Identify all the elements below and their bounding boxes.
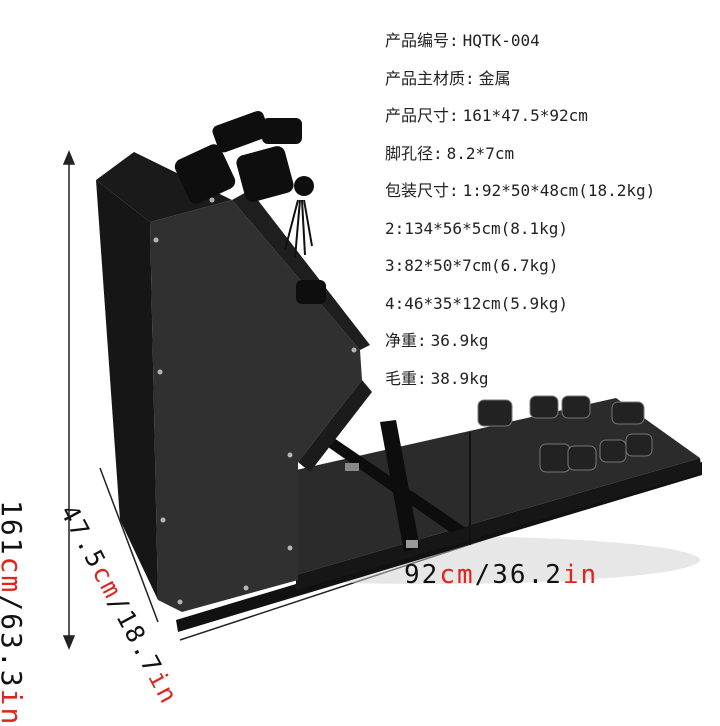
spec-gross-weight: 毛重:38.9kg bbox=[385, 368, 489, 388]
height-dimension-label: 161cm/63.3in bbox=[0, 500, 28, 726]
product-spec-list: 产品编号:HQTK-004 产品主材质:金属 产品尺寸:161*47.5*92c… bbox=[385, 22, 655, 397]
spec-package-2: 2:134*56*5cm(8.1kg) bbox=[385, 218, 569, 238]
bench-pad bbox=[176, 398, 702, 632]
spec-package-1: 包装尺寸:1:92*50*48cm(18.2kg) bbox=[385, 181, 656, 200]
spec-package-3: 3:82*50*7cm(6.7kg) bbox=[385, 256, 559, 275]
spec-material: 产品主材质:金属 bbox=[385, 68, 511, 88]
ankle-cuffs bbox=[477, 395, 653, 473]
hanging-accessories bbox=[174, 110, 326, 304]
height-dimension-line bbox=[62, 150, 76, 650]
width-dimension-label: 92cm/36.2in bbox=[404, 560, 599, 590]
restraint-straps bbox=[318, 420, 466, 552]
spec-size: 产品尺寸:161*47.5*92cm bbox=[385, 106, 588, 125]
spec-foot-hole: 脚孔径:8.2*7cm bbox=[385, 143, 515, 163]
spec-model: 产品编号:HQTK-004 bbox=[385, 31, 540, 50]
spec-package-4: 4:46*35*12cm(5.9kg) bbox=[385, 293, 569, 313]
spec-net-weight: 净重:36.9kg bbox=[385, 331, 489, 350]
depth-dimension-line bbox=[99, 467, 159, 623]
